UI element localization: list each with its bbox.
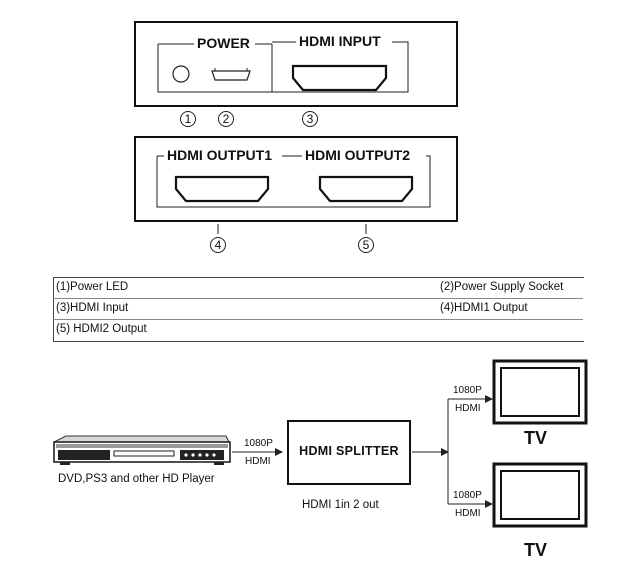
source-link-resolution: 1080P xyxy=(244,438,273,449)
hdmi-output2-label: HDMI OUTPUT2 xyxy=(302,147,413,163)
power-label: POWER xyxy=(194,35,253,51)
tv-1-label: TV xyxy=(524,428,548,448)
legend-cell-hdmi1-output: (4)HDMI1 Output xyxy=(440,302,528,314)
legend-table xyxy=(53,277,584,342)
hdmi-output1-label: HDMI OUTPUT1 xyxy=(164,147,275,163)
marker-4: 4 xyxy=(210,237,226,253)
legend-row-divider xyxy=(53,298,583,299)
marker-5: 5 xyxy=(358,237,374,253)
source-caption: DVD,PS3 and other HD Player xyxy=(58,473,215,485)
hdmi-splitter-caption: HDMI 1in 2 out xyxy=(302,499,379,511)
source-link-type: HDMI xyxy=(245,456,271,467)
marker-3: 3 xyxy=(302,111,318,127)
legend-cell-power-led: (1)Power LED xyxy=(56,281,129,293)
tv-1-link: HDMI xyxy=(455,403,481,414)
marker-1: 1 xyxy=(180,111,196,127)
hdmi-input-label: HDMI INPUT xyxy=(296,33,384,49)
rear-panel xyxy=(134,136,458,222)
legend-cell-power-socket: (2)Power Supply Socket xyxy=(440,281,564,293)
marker-2: 2 xyxy=(218,111,234,127)
front-panel xyxy=(134,21,458,107)
legend-cell-hdmi-input: (3)HDMI Input xyxy=(56,302,129,314)
hdmi-splitter-label: HDMI SPLITTER xyxy=(299,444,399,458)
tv-1-resolution: 1080P xyxy=(453,385,482,396)
tv-2-resolution: 1080P xyxy=(453,490,482,501)
legend-row-divider xyxy=(53,319,583,320)
tv-2-link: HDMI xyxy=(455,508,481,519)
tv-2-label: TV xyxy=(524,540,548,560)
legend-cell-hdmi2-output: (5) HDMI2 Output xyxy=(56,323,147,335)
hdmi-splitter-box xyxy=(287,420,411,485)
